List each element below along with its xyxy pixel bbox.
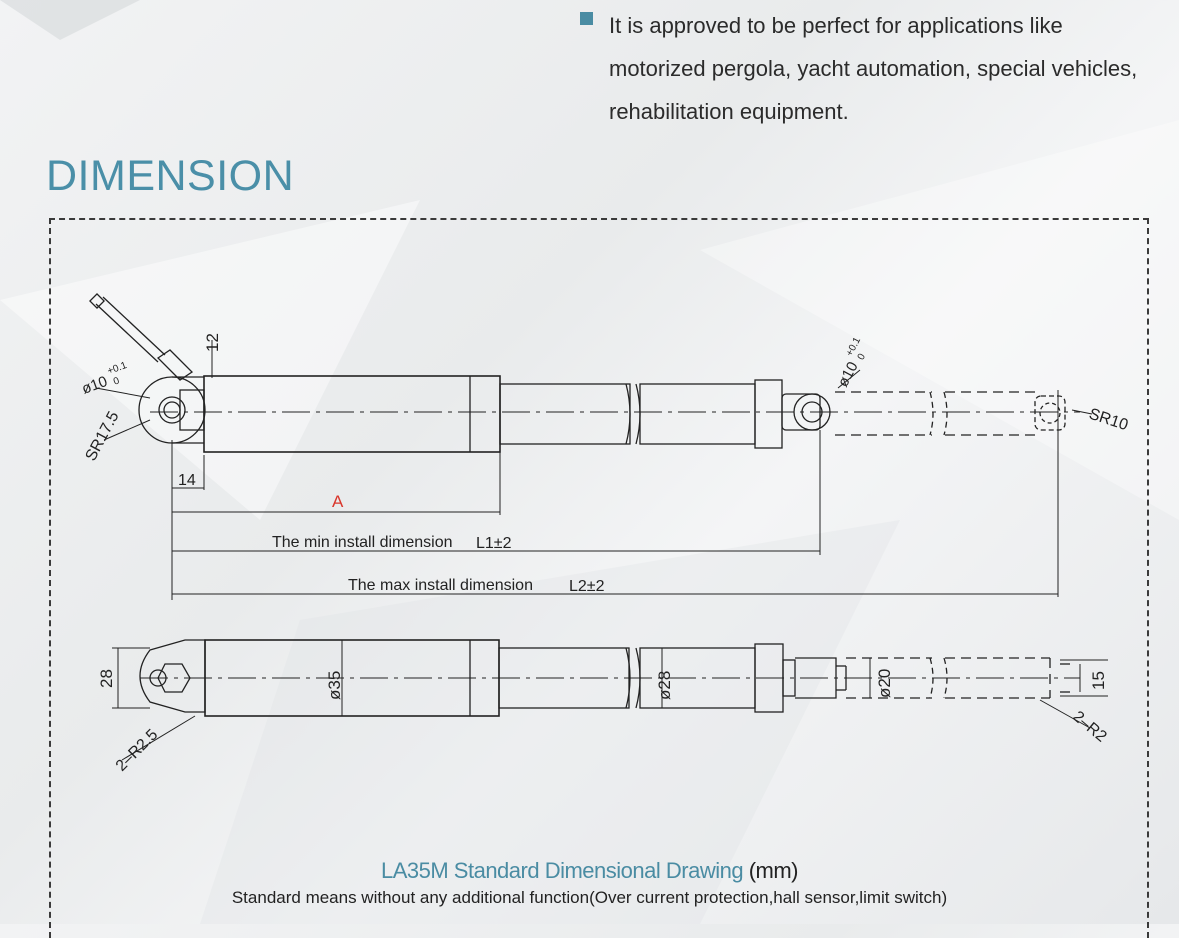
sr-front-label: SR10 bbox=[1087, 406, 1130, 435]
caption-title: LA35M Standard Dimensional Drawing bbox=[380, 858, 744, 883]
bullet-square-icon bbox=[580, 12, 593, 25]
max-install-code: L2±2 bbox=[569, 578, 605, 595]
tube-dia-label: ø28 bbox=[655, 671, 674, 700]
rod-dia-label: ø20 bbox=[875, 669, 894, 698]
motor-housing bbox=[203, 375, 501, 453]
hole-tol-top: +0.1 bbox=[106, 360, 129, 377]
caption-note: Standard means without any additional fu… bbox=[231, 888, 948, 907]
hole-tol-bottom: 0 bbox=[112, 375, 121, 387]
a-label: A bbox=[332, 492, 344, 511]
drawing-frame bbox=[49, 218, 1149, 938]
drawing-caption: LA35M Standard Dimensional Drawing (mm) bbox=[0, 858, 1179, 884]
hole-dia-text: ø10 bbox=[80, 373, 110, 398]
cable-icon bbox=[89, 293, 194, 381]
top-view bbox=[89, 293, 1093, 600]
extended-rod bbox=[835, 391, 1035, 436]
outer-tube bbox=[499, 383, 631, 445]
offset-label: 14 bbox=[178, 472, 196, 489]
min-install-code: L1±2 bbox=[476, 535, 512, 552]
front-hole-dia-label: ø10 +0.1 0 bbox=[835, 335, 869, 390]
front-hole-dia-text: ø10 bbox=[835, 359, 862, 390]
caption-unit: (mm) bbox=[748, 858, 799, 883]
height-label: 28 bbox=[97, 669, 116, 688]
feature-text: It is approved to be perfect for applica… bbox=[609, 13, 1138, 124]
body-dia-label: ø35 bbox=[325, 671, 344, 700]
radius-right-label: 2–R2 bbox=[1069, 708, 1109, 746]
max-install-text: The max install dimension bbox=[348, 577, 533, 594]
rear-eye bbox=[138, 376, 206, 444]
radius-left-label: 2–R2.5 bbox=[113, 726, 162, 775]
slot-width-label: 15 bbox=[1089, 671, 1108, 690]
sr-back-label: SR17.5 bbox=[83, 409, 123, 464]
min-install-text: The min install dimension bbox=[272, 534, 453, 551]
front-tol-bottom: 0 bbox=[856, 352, 869, 362]
side-view bbox=[112, 639, 1108, 761]
section-title: DIMENSION bbox=[46, 152, 295, 200]
feature-bullet: It is approved to be perfect for applica… bbox=[580, 4, 1160, 133]
eye-dim-label: 12 bbox=[203, 333, 222, 352]
